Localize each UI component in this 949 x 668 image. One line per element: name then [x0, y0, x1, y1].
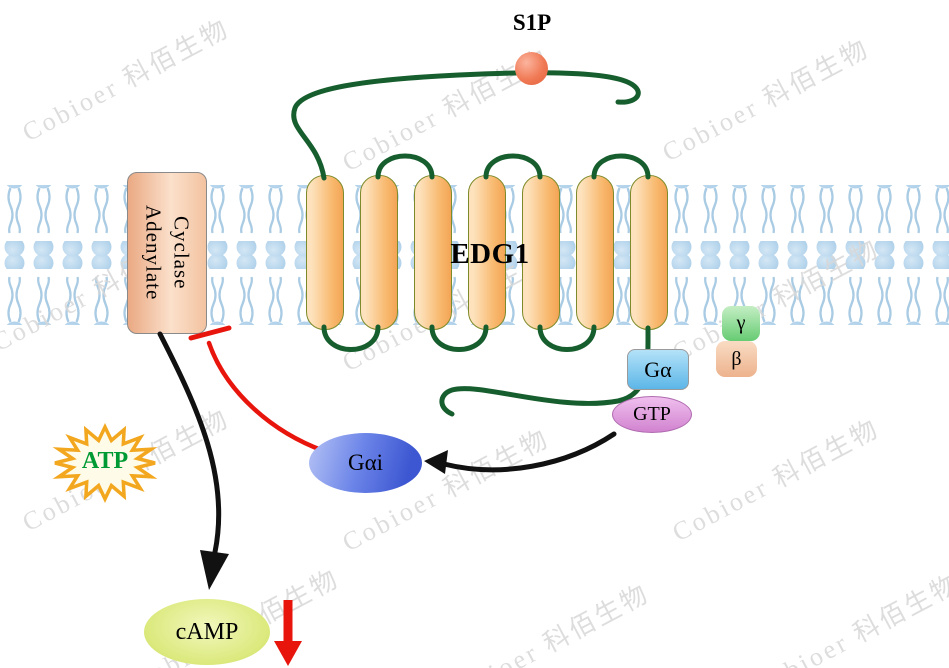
transmembrane-helix-7 — [630, 175, 668, 330]
transmembrane-helix-1 — [306, 175, 344, 330]
intracellular-loop-3 — [537, 324, 597, 352]
adenylate-cyclase-label-line1: Adenylate — [141, 205, 166, 301]
beta-label: β — [731, 347, 742, 370]
extracellular-loop-2 — [483, 153, 543, 180]
decrease-arrowhead — [274, 641, 302, 666]
arrowhead-camp — [200, 550, 229, 590]
adenylate-cyclase-box: Adenylate Cyclase — [127, 172, 207, 334]
gtp-label: GTP — [633, 403, 671, 425]
camp-ellipse: cAMP — [144, 599, 270, 665]
gamma-label: γ — [736, 312, 746, 334]
extracellular-loop-1 — [375, 153, 435, 180]
n-terminus-loop — [291, 70, 641, 181]
g-alpha-label: Gα — [644, 356, 672, 382]
extracellular-loop-3 — [591, 153, 651, 180]
g-alpha-i-subunit: Gαi — [309, 433, 422, 493]
gamma-subunit: γ — [722, 306, 760, 341]
intracellular-loop-2 — [429, 324, 489, 352]
transmembrane-helix-5 — [522, 175, 560, 330]
s1p-ligand-ball — [515, 52, 548, 85]
inhibition-t-bar — [188, 325, 232, 341]
g-alpha-subunit: Gα — [627, 349, 689, 390]
edg1-receptor-label: EDG1 — [450, 238, 530, 270]
activation-arrow-gtp-to-gai — [441, 431, 617, 473]
transmembrane-helix-3 — [414, 175, 452, 330]
activation-arrowhead-gai — [424, 450, 448, 474]
atp-label: ATP — [81, 448, 129, 474]
arrow-ac-to-camp — [157, 331, 222, 555]
adenylate-cyclase-label-line2: Cyclase — [169, 216, 194, 290]
g-alpha-i-label: Gαi — [347, 450, 384, 475]
intracellular-loop-1 — [321, 324, 381, 352]
beta-subunit: β — [716, 341, 757, 377]
atp-starburst — [52, 422, 158, 504]
transmembrane-helix-6 — [576, 175, 614, 330]
inhibition-line — [206, 340, 327, 454]
camp-label: cAMP — [175, 618, 239, 645]
gtp-badge: GTP — [612, 396, 692, 433]
s1p-label: S1P — [512, 10, 552, 35]
